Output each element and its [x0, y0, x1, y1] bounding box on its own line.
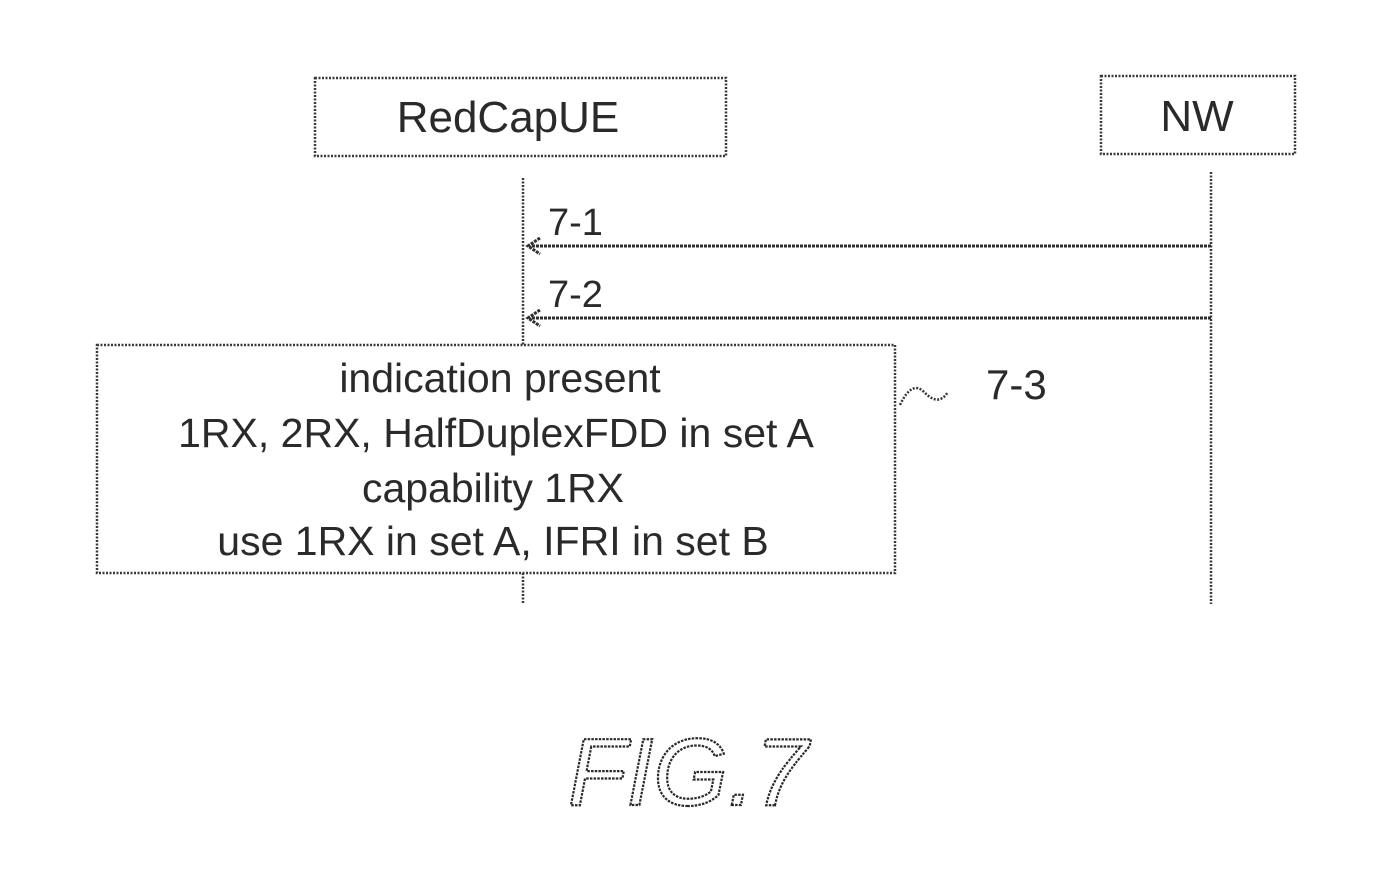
note-line-1: indication present [339, 355, 661, 401]
ue-entity-box [313, 76, 728, 158]
note-line-2: 1RX, 2RX, HalfDuplexFDD in set A [178, 410, 814, 456]
message-7-1-label: 7-1 [548, 202, 603, 244]
reference-squiggle-icon [898, 386, 950, 406]
figure-label: FIG.7 [568, 719, 812, 826]
note-line-3: capability 1RX [362, 465, 624, 511]
ue-entity-label: RedCapUE [397, 93, 620, 142]
message-7-2-arrowhead-icon [525, 308, 541, 328]
message-7-2-label: 7-2 [548, 274, 603, 316]
message-7-1-arrowhead-icon [525, 236, 541, 256]
note-box [95, 343, 897, 575]
note-line-4: use 1RX in set A, IFRI in set B [217, 518, 768, 564]
nw-entity-label: NW [1160, 92, 1234, 141]
nw-entity-box [1099, 74, 1297, 156]
note-reference-label: 7-3 [986, 361, 1047, 408]
